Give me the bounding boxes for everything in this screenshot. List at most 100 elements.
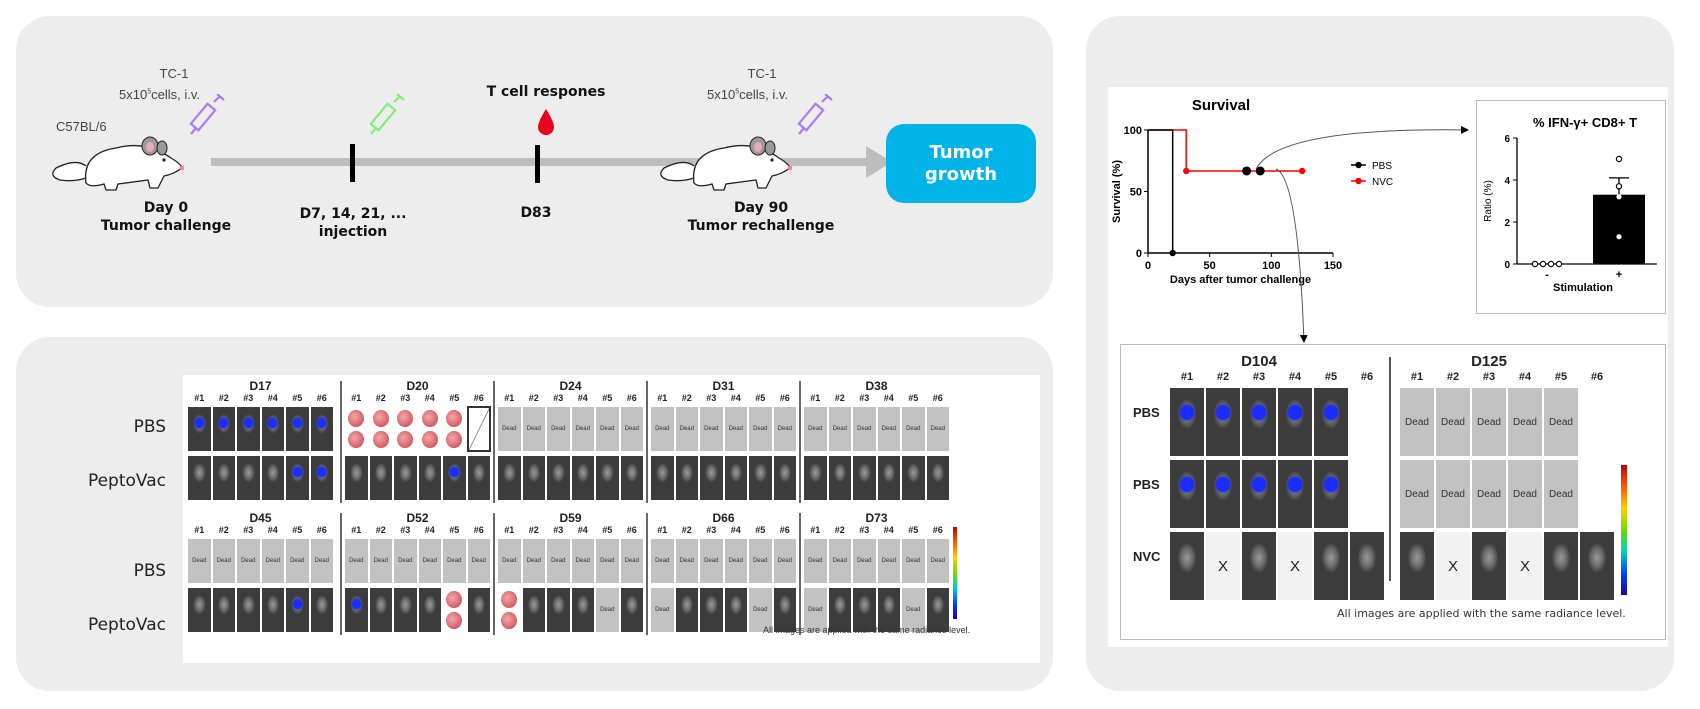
image-cell xyxy=(211,455,236,501)
syringe-icon xyxy=(797,94,833,135)
image-cell: Dead xyxy=(285,538,310,584)
mouse-id: #4 xyxy=(424,393,435,403)
group-separator xyxy=(799,513,801,635)
bioluminescence-signal xyxy=(1252,477,1266,492)
image-cell: Dead xyxy=(650,538,675,584)
image-cell xyxy=(236,587,261,633)
image-cell xyxy=(368,587,393,633)
image-cell: Dead xyxy=(650,406,675,452)
mouse-id: #2 xyxy=(1446,371,1460,383)
syringe-icon xyxy=(189,94,225,135)
legend-marker xyxy=(1355,177,1362,185)
image-cell xyxy=(827,587,852,633)
mouse-id: #6 xyxy=(316,393,327,403)
mouse-id: #2 xyxy=(681,393,692,403)
mouse-id: #5 xyxy=(908,393,919,403)
image-cell: Dead xyxy=(344,538,369,584)
image-cell: Dead xyxy=(748,538,773,584)
image-cell xyxy=(236,406,261,452)
data-point xyxy=(1555,260,1563,268)
image-cell xyxy=(699,455,724,501)
bioluminescence-signal xyxy=(1324,477,1338,492)
image-cell xyxy=(1241,531,1277,601)
image-cell xyxy=(260,455,285,501)
day-title: D38 xyxy=(865,379,888,393)
image-cell: Dead xyxy=(497,538,522,584)
tumor-growth-line2: growth xyxy=(924,163,998,185)
image-cell: Dead xyxy=(827,538,852,584)
image-cell xyxy=(699,587,724,633)
image-cell xyxy=(827,455,852,501)
mouse-id: #3 xyxy=(859,525,870,535)
mouse-id: #2 xyxy=(218,525,229,535)
bioluminescence-signal xyxy=(1324,405,1338,420)
image-cell: Dead xyxy=(803,587,828,633)
image-cell xyxy=(344,406,369,452)
arrow-to-imaging xyxy=(1275,168,1308,343)
image-cell: Dead xyxy=(723,538,748,584)
bioluminescence-signal xyxy=(317,467,327,477)
dose-base: 5x10 xyxy=(119,87,148,102)
lung-tissue xyxy=(348,430,365,449)
image-cell: Dead xyxy=(595,587,620,633)
radiance-note: All images are applied with the same rad… xyxy=(763,625,971,635)
data-point xyxy=(1616,234,1622,240)
image-cell xyxy=(925,587,950,633)
lung-tissue xyxy=(348,409,365,428)
radiance-scale-bar xyxy=(953,527,957,619)
day-title: D73 xyxy=(865,511,888,525)
image-cell: Dead xyxy=(619,406,644,452)
tumor-growth-line1: Tumor xyxy=(929,141,993,163)
image-cell: Dead xyxy=(619,538,644,584)
bioluminescence-signal xyxy=(1180,405,1194,420)
data-point-nvc xyxy=(1255,166,1265,176)
image-cell xyxy=(344,455,369,501)
syringe-icon xyxy=(369,94,405,135)
mouse-id: #6 xyxy=(626,525,637,535)
image-cell: Dead xyxy=(674,406,699,452)
injection-tick xyxy=(350,144,355,182)
group-separator xyxy=(340,513,342,635)
mouse-id: #5 xyxy=(755,525,766,535)
image-cell: Dead xyxy=(466,538,491,584)
image-cell: Dead xyxy=(570,406,595,452)
mouse-id: #3 xyxy=(706,393,717,403)
bioluminescence-signal xyxy=(1216,477,1230,492)
image-cell: Dead xyxy=(595,406,620,452)
arrow-to-ifn xyxy=(1255,125,1469,170)
x-tick-label: 50 xyxy=(1204,260,1216,272)
image-cell: Dead xyxy=(901,538,926,584)
image-cell xyxy=(466,587,491,633)
bioluminescence-signal xyxy=(1288,477,1302,492)
mouse-id: #4 xyxy=(267,393,278,403)
lung-tissue xyxy=(421,409,438,428)
mouse-id: #2 xyxy=(1216,371,1230,383)
mouse-icon xyxy=(660,136,793,191)
connector-arrows xyxy=(1255,125,1469,343)
image-cell xyxy=(1169,387,1205,457)
image-cell xyxy=(442,406,467,452)
data-point xyxy=(1615,183,1623,190)
mouse-id: #6 xyxy=(626,393,637,403)
mouse-id: #3 xyxy=(553,393,564,403)
image-cell xyxy=(723,455,748,501)
mouse-icon xyxy=(52,136,185,191)
image-cell xyxy=(211,406,236,452)
bioluminescence-signal xyxy=(219,418,229,428)
y-tick-label: 100 xyxy=(1124,125,1142,137)
x-tick-label: 150 xyxy=(1324,260,1342,272)
day-title: D24 xyxy=(559,379,582,393)
injection-days: D7, 14, 21, ... xyxy=(299,206,407,222)
image-cell xyxy=(285,406,310,452)
mouse-id: #1 xyxy=(351,525,362,535)
image-cell: Dead xyxy=(650,587,675,633)
image-cell xyxy=(187,406,212,452)
image-cell: Dead xyxy=(925,538,950,584)
mouse-id: #4 xyxy=(1518,371,1532,383)
image-cell xyxy=(901,455,926,501)
image-cell xyxy=(1169,531,1205,601)
x-axis-label: Days after tumor challenge xyxy=(1170,274,1311,286)
image-cell xyxy=(619,455,644,501)
